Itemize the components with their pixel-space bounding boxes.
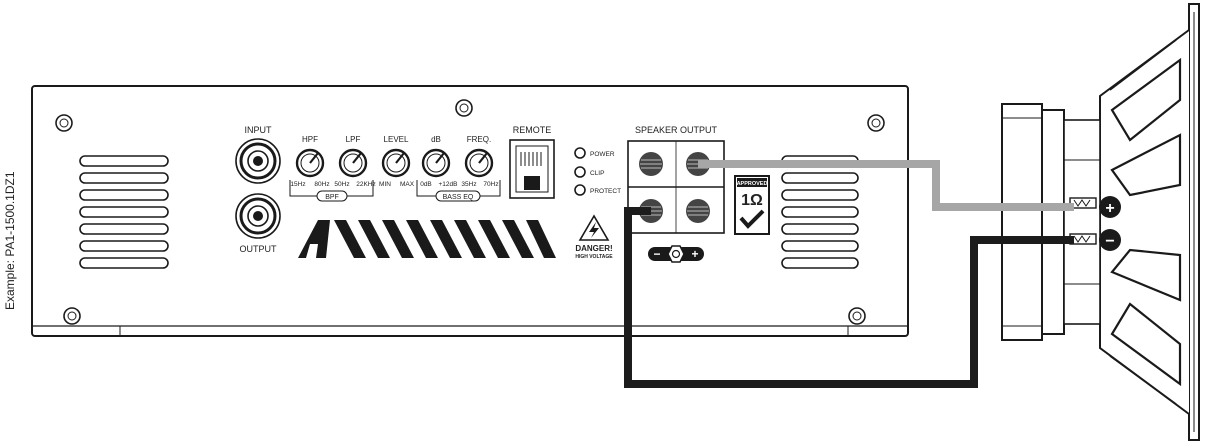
knob-label-level: LEVEL [384, 135, 409, 144]
subwoofer: + − [1001, 3, 1200, 441]
speaker-plus-label: + [1105, 200, 1114, 217]
amp-chassis [31, 85, 909, 337]
screw-icon [455, 99, 473, 117]
knob-level[interactable] [381, 148, 411, 178]
freq-max: 70Hz [483, 181, 498, 188]
led-protect-label: PROTECT [590, 188, 621, 195]
bpf-label: BPF [325, 194, 339, 201]
side-caption: Example: PA1-1500.1DZ1 [3, 171, 17, 310]
bpf-bracket [289, 180, 374, 202]
knob-label-db: dB [431, 135, 441, 144]
danger-title: DANGER! [575, 244, 612, 253]
lpf-min: 50Hz [334, 181, 349, 188]
output-rca-jack[interactable] [235, 193, 281, 239]
led-clip [574, 166, 586, 178]
danger-subtitle: HIGH VOLTAGE [575, 254, 613, 260]
screw-icon [63, 307, 81, 325]
speaker-terminal-block [627, 140, 725, 234]
left-vents [79, 155, 169, 269]
polarity-pill [648, 245, 704, 263]
lpf-max: 22KHz [356, 181, 376, 188]
speaker-minus-label: − [1105, 233, 1114, 250]
knob-label-hpf: HPF [302, 135, 318, 144]
led-protect [574, 184, 586, 196]
polarity-minus: − [653, 247, 660, 261]
input-rca-jack[interactable] [235, 138, 281, 184]
hpf-max: 80Hz [314, 181, 329, 188]
led-clip-label: CLIP [590, 170, 604, 177]
high-voltage-warning-icon [578, 214, 610, 241]
negative-speaker-wire [624, 207, 1074, 388]
led-power-label: POWER [590, 151, 615, 158]
led-power [574, 147, 586, 159]
speaker-positive-terminal[interactable] [1069, 196, 1121, 218]
level-max: MAX [400, 181, 415, 188]
remote-port[interactable] [509, 139, 555, 199]
screw-icon [55, 114, 73, 132]
input-label: INPUT [245, 125, 273, 135]
knob-label-lpf: LPF [346, 135, 361, 144]
approved-title: APPROVED [737, 181, 768, 187]
knob-lpf[interactable] [338, 148, 368, 178]
positive-speaker-wire [698, 160, 1074, 211]
brand-logo [298, 220, 556, 258]
screw-icon [867, 114, 885, 132]
knob-hpf[interactable] [295, 148, 325, 178]
db-min: 0dB [420, 181, 432, 188]
knob-label-freq: FREQ. [467, 135, 491, 144]
freq-min: 35Hz [461, 181, 476, 188]
speaker-terminal-bottom-right[interactable] [686, 199, 710, 223]
checkmark-icon [739, 209, 765, 229]
bass-eq-label: BASS EQ [443, 194, 474, 201]
screw-icon [848, 307, 866, 325]
knob-bass-freq[interactable] [464, 148, 494, 178]
knob-bass-db[interactable] [421, 148, 451, 178]
output-label: OUTPUT [240, 244, 278, 254]
level-min: MIN [379, 181, 391, 188]
hpf-min: 15Hz [290, 181, 305, 188]
approved-badge [734, 175, 770, 235]
speaker-output-label: SPEAKER OUTPUT [635, 125, 718, 135]
speaker-negative-terminal[interactable] [1069, 229, 1121, 251]
approved-value: 1Ω [741, 192, 763, 209]
polarity-plus: + [691, 247, 698, 261]
speaker-terminal-top-left[interactable] [639, 152, 663, 176]
bass-eq-bracket [416, 180, 501, 202]
amplifier: INPUT OUTPUT [31, 85, 909, 337]
speaker-magnet [1001, 103, 1043, 341]
remote-label: REMOTE [513, 125, 552, 135]
db-max: +12dB [439, 181, 458, 188]
